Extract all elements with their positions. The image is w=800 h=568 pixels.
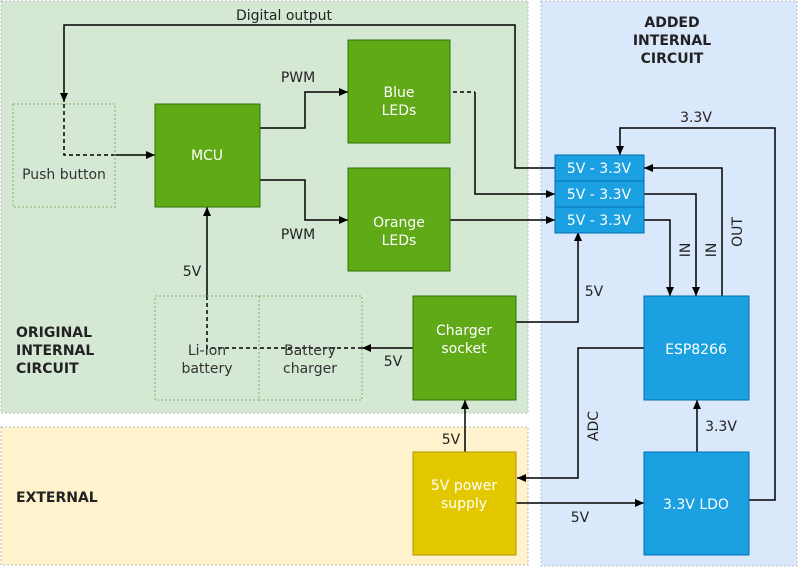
top-3v3-label: 3.3V [680, 110, 712, 126]
mcu-to-orange-line [260, 179, 348, 224]
svg-text:5V - 3.3V: 5V - 3.3V [567, 161, 632, 177]
digital-output-label: Digital output [236, 8, 333, 24]
ldo-3v3-label: 3.3V [705, 419, 737, 435]
conv2-to-esp-line [644, 193, 700, 296]
ldo-block: 3.3V LDO [643, 451, 750, 556]
ldo-to-conv-line [616, 127, 776, 501]
esp8266-block: ESP8266 [643, 295, 750, 401]
mcu-block: MCU [154, 103, 261, 208]
digital-output-line [60, 24, 555, 169]
mcu-5v-label: 5V [183, 264, 202, 280]
external-region-title: EXTERNAL [16, 490, 98, 506]
psu-up-5v-label: 5V [442, 432, 461, 448]
svg-text:5V - 3.3V: 5V - 3.3V [567, 187, 632, 203]
converter-2-block: 5V - 3.3V [554, 180, 645, 208]
pwm-top-label: PWM [281, 70, 315, 86]
svg-text:3.3V LDO: 3.3V LDO [663, 497, 729, 513]
converter-3-block: 5V - 3.3V [554, 206, 645, 234]
psu-ldo-5v-label: 5V [571, 510, 590, 526]
svg-text:ESP8266: ESP8266 [665, 342, 727, 358]
converter-1-block: 5V - 3.3V [554, 154, 645, 182]
mcu-to-blue-line [260, 88, 348, 129]
esp-adc-line [517, 347, 644, 482]
socket-to-conv-line [516, 232, 582, 323]
svg-text:MCU: MCU [191, 148, 223, 164]
in1-label: IN [678, 243, 694, 258]
svg-text:Push button: Push button [22, 167, 106, 183]
charger-5v-label: 5V [384, 354, 403, 370]
conv-5v-label: 5V [585, 284, 604, 300]
in2-label: IN [704, 243, 720, 258]
out-label: OUT [730, 217, 746, 247]
button-to-mcu-dashed [63, 104, 115, 156]
adc-label: ADC [586, 411, 602, 441]
push-button-block: Push button [12, 103, 116, 208]
esp-to-conv1-line [644, 164, 723, 296]
svg-text:5V - 3.3V: 5V - 3.3V [567, 213, 632, 229]
charger-to-battery-dashed [206, 296, 362, 349]
conv3-to-esp-line [644, 219, 674, 296]
pwm-bottom-label: PWM [281, 227, 315, 243]
blue-to-conv2-line [474, 92, 555, 198]
